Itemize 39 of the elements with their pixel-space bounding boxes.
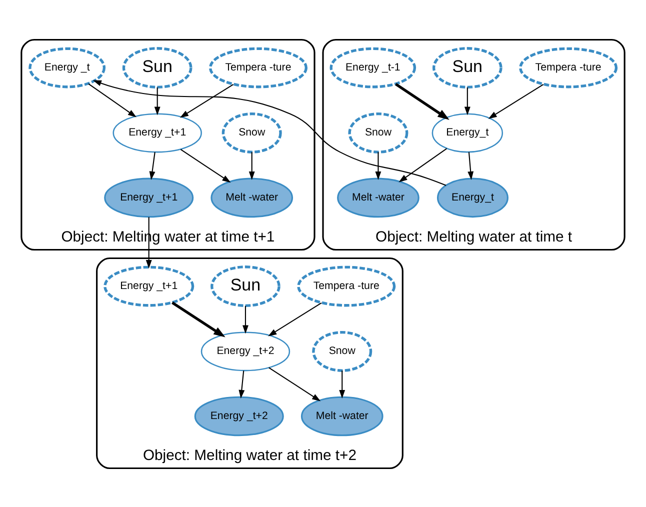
node-ellipse: Energy_t bbox=[436, 177, 508, 218]
arrow bbox=[172, 300, 226, 337]
arrow bbox=[464, 86, 470, 115]
arrow bbox=[248, 152, 255, 180]
arrow bbox=[180, 83, 234, 118]
node-ellipse: Sun bbox=[432, 46, 502, 88]
arrow bbox=[268, 302, 322, 336]
node-ellipse: Snow bbox=[348, 112, 408, 153]
node-ellipse: Tempera -ture bbox=[297, 265, 396, 306]
arrow bbox=[398, 148, 448, 182]
node-ellipse: Energy _t+1 bbox=[112, 112, 202, 152]
arrow bbox=[468, 152, 474, 180]
arrow bbox=[154, 86, 160, 115]
node-ellipse: Energy _t+2 bbox=[194, 396, 284, 436]
arrow bbox=[238, 370, 245, 398]
arrow bbox=[268, 366, 321, 401]
node-ellipse: Energy _t+1 bbox=[104, 177, 194, 218]
arrow bbox=[180, 148, 231, 182]
arrow bbox=[88, 82, 136, 117]
node-ellipse: Tempera -ture bbox=[208, 46, 308, 88]
arrow bbox=[375, 152, 382, 180]
node-ellipse: Melt -water bbox=[337, 177, 420, 218]
arrow bbox=[395, 82, 450, 120]
node-ellipse: Snow bbox=[222, 112, 282, 153]
arrow bbox=[488, 83, 544, 118]
node-ellipse: Tempera -ture bbox=[519, 46, 618, 88]
node-ellipse: Energy_t bbox=[432, 112, 504, 152]
node-ellipse: Melt -water bbox=[210, 177, 294, 218]
arrow bbox=[339, 370, 346, 398]
node-ellipse: Snow bbox=[312, 330, 372, 372]
arrow bbox=[242, 305, 248, 334]
node-ellipse: Energy _t+1 bbox=[104, 265, 194, 306]
node-ellipse: Sun bbox=[122, 46, 192, 88]
node-ellipse: Melt -water bbox=[300, 396, 384, 436]
arrow bbox=[149, 152, 156, 180]
arrow bbox=[92, 80, 446, 186]
node-ellipse: Sun bbox=[210, 265, 280, 306]
node-ellipse: Energy _t+2 bbox=[200, 331, 290, 371]
node-ellipse: Energy _t-1 bbox=[330, 46, 416, 88]
